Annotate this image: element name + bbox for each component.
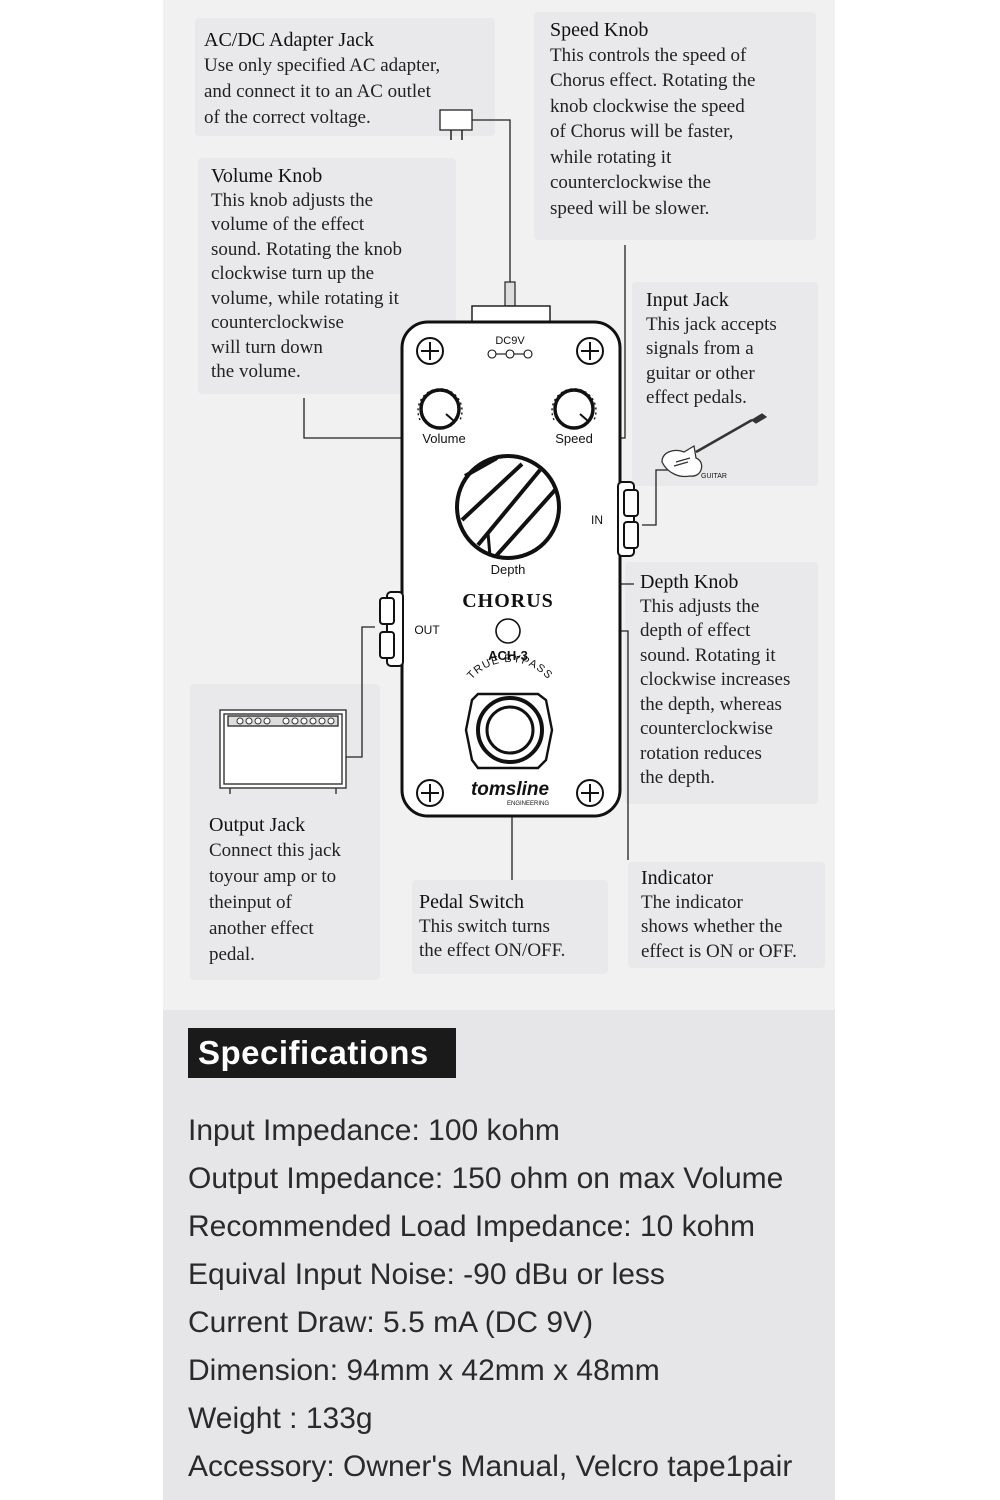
spec-item: Recommended Load Impedance: 10 kohm xyxy=(188,1210,756,1243)
specifications-section xyxy=(163,1010,835,1500)
pedal-switch-title: Pedal Switch xyxy=(419,891,524,913)
output-jack-title: Output Jack xyxy=(209,814,306,836)
depth-callout-box xyxy=(625,562,818,804)
spec-item: Dimension: 94mm x 42mm x 48mm xyxy=(188,1354,660,1387)
dc-plug-tip-icon xyxy=(504,281,516,307)
amplifier-icon xyxy=(219,709,347,794)
volume-knob-callout: Volume Knob This knob adjusts the volume… xyxy=(211,164,402,385)
volume-knob-description: This knob adjusts the volume of the effe… xyxy=(211,189,403,383)
spec-item: Weight : 133g xyxy=(188,1402,373,1435)
spec-item: Current Draw: 5.5 mA (DC 9V) xyxy=(188,1306,594,1339)
pedal-diagram: DC9V Volume Speed Depth IN OUT CHORUS AC… xyxy=(219,109,768,880)
indicator-callout: Indicator The indicator shows whether th… xyxy=(641,866,797,964)
spec-item: Output Impedance: 150 ohm on max Volume xyxy=(188,1162,784,1195)
input-callout-box xyxy=(632,282,818,486)
guitar-icon xyxy=(661,413,768,478)
indicator-description: The indicator shows whether the effect i… xyxy=(641,891,797,962)
speed-knob-callout: Speed Knob This controls the speed of Ch… xyxy=(550,18,755,221)
adapter-jack-description: Use only specified AC adapter, and conne… xyxy=(204,54,441,128)
depth-knob-description: This adjusts the depth of effect sound. … xyxy=(640,595,791,789)
speed-callout-box xyxy=(534,12,816,240)
footswitch-icon xyxy=(464,692,554,770)
speed-knob-icon xyxy=(551,388,597,430)
volume-knob-icon xyxy=(417,388,463,430)
depth-knob-label: Depth xyxy=(491,562,526,577)
volume-knob-title: Volume Knob xyxy=(211,165,323,187)
specifications-header: Specifications xyxy=(188,1028,456,1078)
pedal-switch-callout-box xyxy=(412,880,608,974)
adapter-jack-callout: AC/DC Adapter Jack Use only specified AC… xyxy=(204,28,440,131)
indicator-callout-box xyxy=(628,862,825,968)
polarity-icon xyxy=(487,349,533,359)
speed-knob-title: Speed Knob xyxy=(550,19,649,41)
input-jack-description: This jack accepts signals from a guitar … xyxy=(646,313,777,409)
specifications-list: Input Impedance: 100 kohm Output Impedan… xyxy=(188,1107,792,1491)
out-label: OUT xyxy=(414,623,440,637)
screw-icon xyxy=(416,337,604,807)
input-jack-callout: Input Jack This jack accepts signals fro… xyxy=(646,288,777,411)
in-label: IN xyxy=(591,513,603,527)
volume-knob-label: Volume xyxy=(422,431,465,446)
spec-item: Accessory: Owner's Manual, Velcro tape1p… xyxy=(188,1450,793,1483)
adapter-plug-icon xyxy=(439,109,473,131)
model-code: ACH-3 xyxy=(488,648,528,663)
depth-knob-callout: Depth Knob This adjusts the depth of eff… xyxy=(640,570,790,791)
output-leader-line xyxy=(345,626,375,758)
pedal-switch-callout: Pedal Switch This switch turns the effec… xyxy=(419,890,565,964)
pedal-switch-description: This switch turns the effect ON/OFF. xyxy=(419,915,566,962)
adapter-leader-line xyxy=(470,119,511,283)
guitar-label: GUITAR xyxy=(701,473,727,480)
pedal-body xyxy=(400,320,622,818)
spec-item: Input Impedance: 100 kohm xyxy=(188,1114,560,1147)
input-jack-title: Input Jack xyxy=(646,289,729,311)
output-jack-callout: Output Jack Connect this jack toyour amp… xyxy=(209,813,341,968)
brand-subtitle: ENGINEERING xyxy=(507,801,549,807)
spec-item: Equival Input Noise: -90 dBu or less xyxy=(188,1258,665,1291)
input-leader-line xyxy=(642,469,672,526)
indicator-led-icon xyxy=(495,618,521,644)
volume-leader-line xyxy=(303,398,420,439)
speed-knob-label: Speed xyxy=(555,431,593,446)
output-jack-description: Connect this jack toyour amp or to thein… xyxy=(209,839,341,965)
speed-knob-description: This controls the speed of Chorus effect… xyxy=(550,44,756,219)
indicator-title: Indicator xyxy=(641,867,714,889)
depth-knob-icon xyxy=(455,454,561,560)
depth-knob-title: Depth Knob xyxy=(640,571,739,593)
model-name: CHORUS xyxy=(462,590,554,612)
adapter-jack-title: AC/DC Adapter Jack xyxy=(204,29,374,51)
brand-logo: tomsline xyxy=(471,779,550,800)
dc9v-label: DC9V xyxy=(495,335,525,347)
